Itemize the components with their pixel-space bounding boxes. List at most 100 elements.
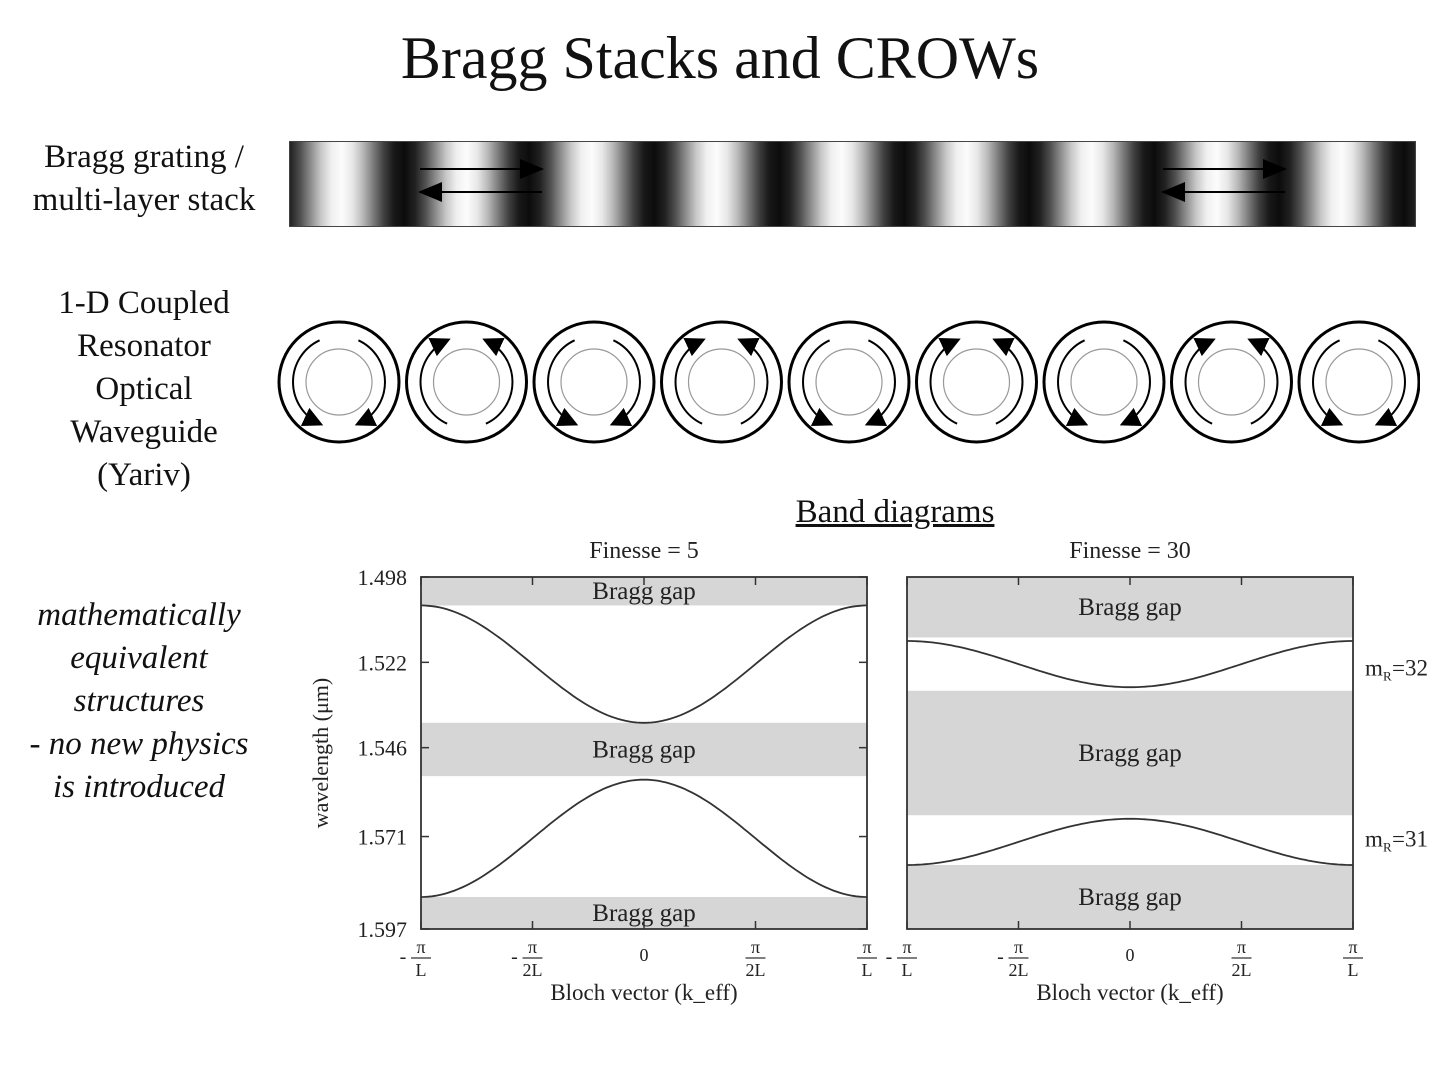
circulation-arrow bbox=[419, 338, 451, 425]
bragg-gap-label: Bragg gap bbox=[1078, 594, 1181, 621]
circulation-arrow bbox=[609, 339, 641, 426]
x-tick-label: 0 bbox=[640, 945, 649, 965]
ring-inner bbox=[432, 348, 501, 416]
x-tick-sign: - bbox=[997, 946, 1004, 968]
band-curve bbox=[907, 817, 1353, 866]
crow-label-line: 1-D Coupled bbox=[58, 285, 230, 321]
x-tick-denominator: 2L bbox=[523, 960, 543, 980]
y-tick-label: 1.522 bbox=[358, 650, 408, 675]
equivalence-note: mathematically equivalent structures - n… bbox=[10, 594, 268, 809]
x-tick-label: π 2L bbox=[745, 937, 766, 980]
ring-resonator bbox=[1170, 320, 1293, 444]
circulation-arrow bbox=[929, 338, 961, 425]
crow-label: 1-D Coupled Resonator Optical Waveguide … bbox=[10, 282, 278, 497]
ring-inner bbox=[1070, 348, 1138, 416]
circulation-arrow bbox=[547, 339, 579, 426]
x-tick-numerator: π bbox=[528, 937, 537, 957]
circulation-arrow bbox=[1312, 339, 1344, 426]
y-axis-label: wavelength (μm) bbox=[308, 678, 333, 828]
x-tick-label: πL- bbox=[886, 937, 917, 980]
y-tick-label: 1.498 bbox=[358, 565, 408, 590]
bragg-grating-image bbox=[289, 141, 1416, 227]
crow-label-line: Waveguide bbox=[70, 414, 218, 450]
ring-resonator bbox=[787, 320, 911, 444]
bragg-gap-band bbox=[421, 722, 867, 777]
grating-arrows-right bbox=[1161, 159, 1287, 202]
equivalence-note-line: structures bbox=[73, 683, 205, 719]
ring-outer bbox=[1170, 320, 1293, 444]
x-tick-sign: - bbox=[511, 946, 518, 968]
circulation-arrow bbox=[737, 338, 769, 425]
x-tick-label: π2L bbox=[1231, 937, 1252, 980]
ring-inner bbox=[1197, 348, 1266, 416]
mode-number-value: =31 bbox=[1392, 826, 1428, 851]
x-axis-label: Bloch vector (k_eff) bbox=[1036, 980, 1223, 1005]
y-tick-label: 1.597 bbox=[358, 917, 408, 942]
band-diagrams-title: Band diagrams bbox=[795, 494, 995, 530]
x-tick-numerator: π bbox=[1348, 937, 1357, 957]
x-tick-label: πL bbox=[1343, 937, 1363, 980]
x-tick-numerator: π bbox=[751, 937, 760, 957]
ring-inner bbox=[305, 348, 373, 416]
x-tick-label: 0 bbox=[1126, 945, 1135, 965]
ring-outer bbox=[532, 320, 656, 444]
ring-resonator bbox=[1297, 320, 1420, 444]
ring-outer bbox=[915, 320, 1038, 444]
ring-resonator bbox=[915, 320, 1038, 444]
ring-outer bbox=[277, 320, 401, 444]
x-tick-label: π 2L- bbox=[511, 937, 543, 980]
grating-arrows-left bbox=[418, 159, 544, 202]
x-tick-numerator: π bbox=[416, 937, 425, 957]
crow-rings bbox=[277, 320, 1420, 444]
bragg-gap-label: Bragg gap bbox=[592, 736, 695, 763]
bragg-gap-label: Bragg gap bbox=[1078, 740, 1181, 767]
mode-number-subscript: R bbox=[1383, 839, 1392, 854]
ring-resonator bbox=[1042, 320, 1166, 444]
x-tick-numerator: π bbox=[1014, 937, 1023, 957]
circulation-arrow bbox=[354, 339, 386, 426]
band-curve bbox=[420, 778, 868, 898]
circulation-arrow bbox=[992, 338, 1024, 425]
x-tick-label: πL- bbox=[400, 937, 431, 980]
grating-label-line: multi-layer stack bbox=[32, 182, 256, 218]
mode-number-m: m bbox=[1365, 826, 1383, 851]
x-tick-label: πL bbox=[857, 937, 877, 980]
equivalence-note-line: is introduced bbox=[52, 769, 225, 805]
ring-inner bbox=[687, 348, 756, 416]
x-tick-sign: - bbox=[400, 946, 407, 968]
x-tick-numerator: π bbox=[902, 937, 911, 957]
circulation-arrow bbox=[292, 339, 324, 426]
x-tick-denominator: L bbox=[902, 960, 913, 980]
bragg-gap-band bbox=[907, 865, 1353, 929]
x-tick-denominator: 2L bbox=[1232, 960, 1252, 980]
grating-svg bbox=[290, 142, 1415, 226]
ring-inner bbox=[815, 348, 883, 416]
x-tick-denominator: 2L bbox=[746, 960, 766, 980]
ring-resonator bbox=[405, 320, 528, 444]
x-tick-sign: - bbox=[886, 946, 893, 968]
crow-label-line: Optical bbox=[95, 371, 193, 407]
circulation-arrow bbox=[1184, 338, 1216, 425]
circulation-arrow bbox=[864, 339, 896, 426]
y-tick-label: 1.571 bbox=[358, 825, 408, 850]
circulation-arrow bbox=[1057, 339, 1089, 426]
circulation-arrow bbox=[1247, 338, 1279, 425]
page-title: Bragg Stacks and CROWs bbox=[400, 25, 1040, 91]
x-tick-denominator: 2L bbox=[1009, 960, 1029, 980]
equivalence-note-line: - no new physics bbox=[29, 726, 249, 762]
grating-stripes bbox=[290, 142, 1415, 226]
circulation-arrow bbox=[482, 338, 514, 425]
circulation-arrow bbox=[1374, 339, 1406, 426]
bragg-gap-band bbox=[907, 690, 1353, 816]
ring-outer bbox=[405, 320, 528, 444]
ring-outer bbox=[787, 320, 911, 444]
ring-outer bbox=[1297, 320, 1420, 444]
circulation-arrow bbox=[802, 339, 834, 426]
bragg-gap-label: Bragg gap bbox=[1078, 884, 1181, 911]
equivalence-note-line: equivalent bbox=[70, 640, 208, 676]
y-tick-label: 1.546 bbox=[358, 736, 408, 761]
